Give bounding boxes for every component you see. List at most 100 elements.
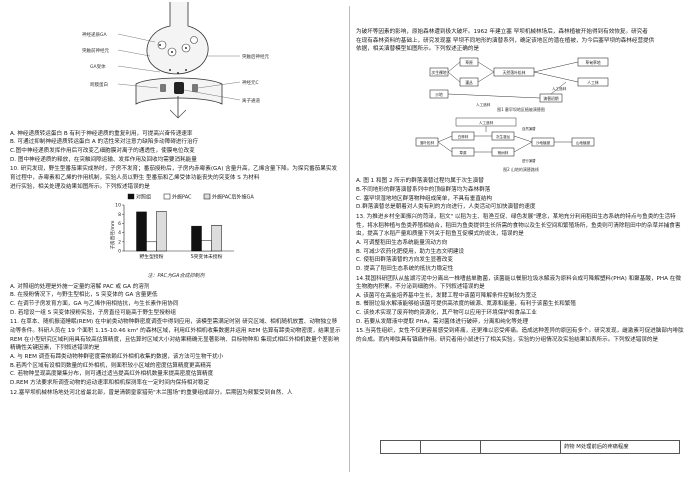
- question-12-options: A. 图 1 和图 2 所示的群落演替过程均属于次生演替 B.不同地形的群落演替…: [356, 177, 686, 212]
- synapse-label-g: 离子通道: [242, 97, 260, 104]
- q13-option-c: C. 使稻田群落演替的方向发生显著改变: [356, 257, 453, 264]
- q12-option-b: B.不同地形的群落演替系列中的顶级群落均为森林群落: [356, 186, 491, 193]
- fig1-box-2: 沙地: [435, 92, 443, 97]
- q11-option-d: D.REM 方法要求所调查动物的运动速率和相机探测率在一定时间内保持相对稳定: [10, 379, 210, 386]
- q9-option-d: D. 图中神经递质的释放，在突触间隙运输、发挥作用及回收均需要消耗能量: [10, 156, 197, 163]
- q12-cont-2: 在现有森林资料的基础上，研究发现塞 罕坝不同地形的演替系列，确定该地区的潜在植被…: [356, 37, 655, 44]
- fig2-box-3: 草原: [459, 150, 467, 155]
- question-10: 10. 研究发现，野生型番茄果实成熟时，子房不发育；番茄授粉后，子房内赤霉素(G…: [10, 165, 342, 191]
- fig2-box-2: 白桦林: [458, 134, 469, 139]
- legend-swatch-pac: [163, 194, 171, 200]
- synapse-label-a: 神经递质GA: [82, 31, 107, 38]
- q12-option-c: C. 塞罕坝湿地地区群落物种组成简单，不具有垂直结构: [356, 195, 493, 202]
- fig2-label-1: 人工造林: [479, 120, 494, 125]
- q13-stem: 13. 为推进乡村全面振兴的菏泽，稻文" 以稻为主、稻渔互促、绿色发展"理念，某…: [356, 213, 681, 238]
- table-row: 药物 M处理前后的疼痛程度: [380, 440, 680, 454]
- y-tick-label: 4: [118, 230, 121, 236]
- q10-stem-1: 10. 研究发现，野生型番茄果实成熟时，子房不发育；番茄授粉后，子房内赤霉素(G…: [10, 166, 338, 181]
- q14-option-a: A. 该菌可在高盐培养基中生长，发酵工程中该菌可降解条件控制较为宽泛: [356, 292, 537, 299]
- fig1-caption: 图1 塞罕坝地区植被演替图: [497, 106, 545, 112]
- y-tick-label: 2: [118, 240, 121, 246]
- legend-label-pac-ga: 外施PAC后外施GA: [212, 194, 254, 201]
- y-tick-label: 8: [118, 212, 121, 218]
- synapse-label-f: 神经元C: [242, 79, 259, 86]
- bar-0-0: [136, 211, 147, 252]
- fig2-box-7: 山地植被: [576, 140, 591, 145]
- q11-option-b: B.若两个区域有设相同数量的红外相机，则面积较小区域的密度估算精度更高精亮: [10, 362, 212, 369]
- q13-option-b: B. 可减少农药化肥使用，助力生态文明建设: [356, 248, 465, 255]
- q10-option-c: C. 在调节子房发育方面，GA 与乙烯作用相拮抗，与生长素作用协同: [10, 300, 179, 307]
- fig1-box-6: 人工林: [587, 80, 599, 85]
- fig1-label-2: 人工造林: [476, 102, 491, 107]
- q13-option-d: D. 提高了稻田生态系统的抵抗力稳定性: [356, 265, 454, 272]
- q12-cont-1: 为破坏等因素的影响，原始森林遭到极大破坏。1962 年建立塞 罕坝机械林场后，森…: [356, 29, 648, 35]
- question-13: 13. 为推进乡村全面振兴的菏泽，稻文" 以稻为主、稻渔互促、绿色发展"理念，某…: [356, 213, 686, 274]
- fig1-label-1: 人工造林: [552, 86, 567, 91]
- q12-stem: 12.塞罕坝机械林场地处河北省最北部，曾是清朝皇家猎苑"木兰围场"的重要组成部分…: [10, 389, 293, 396]
- synapse-label-b: 突触前神经元: [82, 47, 109, 54]
- q10-option-d: D. 若增设一组 S 突变体授粉实验，子房直径可能高于野生型授粉组: [10, 309, 177, 316]
- legend-label-pac: 外施PAC: [172, 194, 192, 201]
- bar-1-0: [191, 226, 202, 252]
- q15-stem: 15.当亮性组织，女性不仅更容易感受到疼痛，还更难以忍受疼痛。造成这种差异的原因…: [356, 328, 684, 344]
- fig1-box-8: 演替初期: [543, 96, 558, 101]
- legend-swatch-pac-ga: [203, 194, 211, 200]
- question-14: 14.我国科研团队从盐湖污泥中分离出一株嗜盐单胞菌，该菌能以餐厨垃圾水解液为原料…: [356, 275, 686, 327]
- synapse-label-c: GA受体: [90, 63, 106, 70]
- question-9-options: A. 神经递质转运蛋白 B 有利于神经递质的重复利用，可提高兴奋传递速率 B. …: [10, 130, 342, 165]
- x-category-label: 野生型授粉: [140, 253, 164, 260]
- fig2-box-5: 杨树林: [498, 150, 509, 155]
- q12-option-a: A. 图 1 和图 2 所示的群落演替过程均属于次生演替: [356, 178, 484, 185]
- q9-option-c: C.图中神经递质发挥作用后可改变乙细胞膜对离子的通透性，使膜电位改变: [10, 147, 195, 154]
- synapse-label-e: 突触后神经元: [242, 53, 269, 60]
- succession-figure-2: 人工造林 落叶松林 白桦林 草原 次生灌丛 杨树林 沙地植被 山地植被 自然演替: [415, 117, 595, 172]
- legend-swatch-control: [127, 194, 135, 200]
- legend-label-control: 对照组: [136, 194, 151, 201]
- table-cell: [480, 440, 561, 454]
- left-column: 神经递质GA 突触前神经元 GA受体 跨膜蛋白 突触后神经元 神经元C 离子通道…: [10, 0, 342, 397]
- column-divider: [349, 6, 350, 472]
- y-tick-label: 6: [118, 221, 121, 227]
- y-tick-label: 0: [118, 249, 121, 255]
- q12-option-d: D.群落演替总是朝着对人类有利的方向进行，人类活动可加快演替的速度: [356, 204, 536, 211]
- q11-option-c: C. 若物种呈现高度聚集分布，则可通过适当提高红外相机数量来提高密度估算精度: [10, 371, 214, 378]
- table-cell-header: 药物 M处理前后的疼痛程度: [560, 440, 680, 454]
- synapse-label-d: 跨膜蛋白: [90, 81, 108, 88]
- q14-option-c: C. 该技术实现了废弃物的资源化，其产物可以应用于环境保护和食品工业: [356, 310, 537, 317]
- question-11: 11. 在草本、随机振道睡眠(REM) 在中前类动物种群密度调查中得到应用，该模…: [10, 318, 342, 387]
- q11-option-a: A. 与 REM 调查有蹄类动物种群密度需依赖红外相机收集的数据，该方法可生物干…: [10, 353, 224, 360]
- table-cell: [380, 440, 421, 454]
- bar-0-1: [146, 241, 157, 252]
- fig2-box-6: 沙地植被: [536, 140, 551, 145]
- q14-stem: 14.我国科研团队从盐湖污泥中分离出一株嗜盐单胞菌，该菌能以餐厨垃圾水解液为原料…: [356, 275, 681, 291]
- fig1-box-1: 次生裸地: [431, 70, 446, 75]
- succession-figure-1: 次生裸地 沙地 草原 灌丛 天然落叶松林 人工林 草甸草地 演替初期 人工造林 …: [429, 57, 609, 112]
- q14-option-b: B. 餐厨垃圾水解液能够给该菌可提供高浓度的碳源、氮源和能量，有利于该菌生长和繁…: [356, 301, 576, 308]
- table-cell: [420, 440, 481, 454]
- fig1-box-7: 草甸草地: [585, 60, 600, 65]
- y-tick-label: 10: [115, 203, 121, 209]
- fig2-label-2: 自然演替: [522, 126, 536, 131]
- fig1-box-3: 草原: [465, 60, 473, 65]
- chart-legend: 对照组 外施PAC 外施PAC后外施GA: [127, 194, 254, 201]
- bar-1-1: [201, 240, 212, 252]
- q10-option-b: B. 在授粉情况下，与野生型相比，S 突变体的 GA 含量更低: [10, 292, 158, 299]
- fig1-box-4: 灌丛: [465, 80, 473, 85]
- bar-chart: 对照组 外施PAC 外施PAC后外施GA 子房直径/mm 0 2 4 6 8 10 野生型…: [109, 194, 254, 261]
- bars: [136, 211, 222, 252]
- fig2-box-4: 次生灌丛: [496, 134, 511, 139]
- fig2-label-3: 进行演替: [522, 158, 536, 163]
- bar-0-2: [156, 211, 167, 252]
- q11-stem: 11. 在草本、随机振道睡眠(REM) 在中前类动物种群密度调查中得到应用，该模…: [10, 319, 341, 352]
- q10-option-a: A. 对照组的处理是外施一定量的溶解 PAC 或 GA 的溶剂: [10, 283, 150, 290]
- q9-option-b: B. 可通过抑制神经递质转运蛋白 A 的活性来对注意力缺陷多动障碍进行治疗: [10, 139, 199, 146]
- question-10-options: A. 对照组的处理是外施一定量的溶解 PAC 或 GA 的溶剂 B. 在授粉情况…: [10, 283, 342, 318]
- synapse-figure: 神经递质GA 突触前神经元 GA受体 跨膜蛋白 突触后神经元 神经元C 离子通道: [82, 2, 269, 119]
- chart-caption: 注：PAC为GA合成抑制剂: [147, 272, 205, 279]
- q10-stem-2: 进行实验，相关处理及结果如图所示。下列叙述错误的是: [10, 183, 150, 190]
- fig2-box-1: 落叶松林: [420, 140, 435, 145]
- q15-table: 药物 M处理前后的疼痛程度: [380, 440, 680, 454]
- chart-ylabel: 子房直径/mm: [109, 220, 116, 249]
- right-column: 为破坏等因素的影响，原始森林遭到极大破坏。1962 年建立塞 罕坝机械林场后，森…: [356, 28, 686, 345]
